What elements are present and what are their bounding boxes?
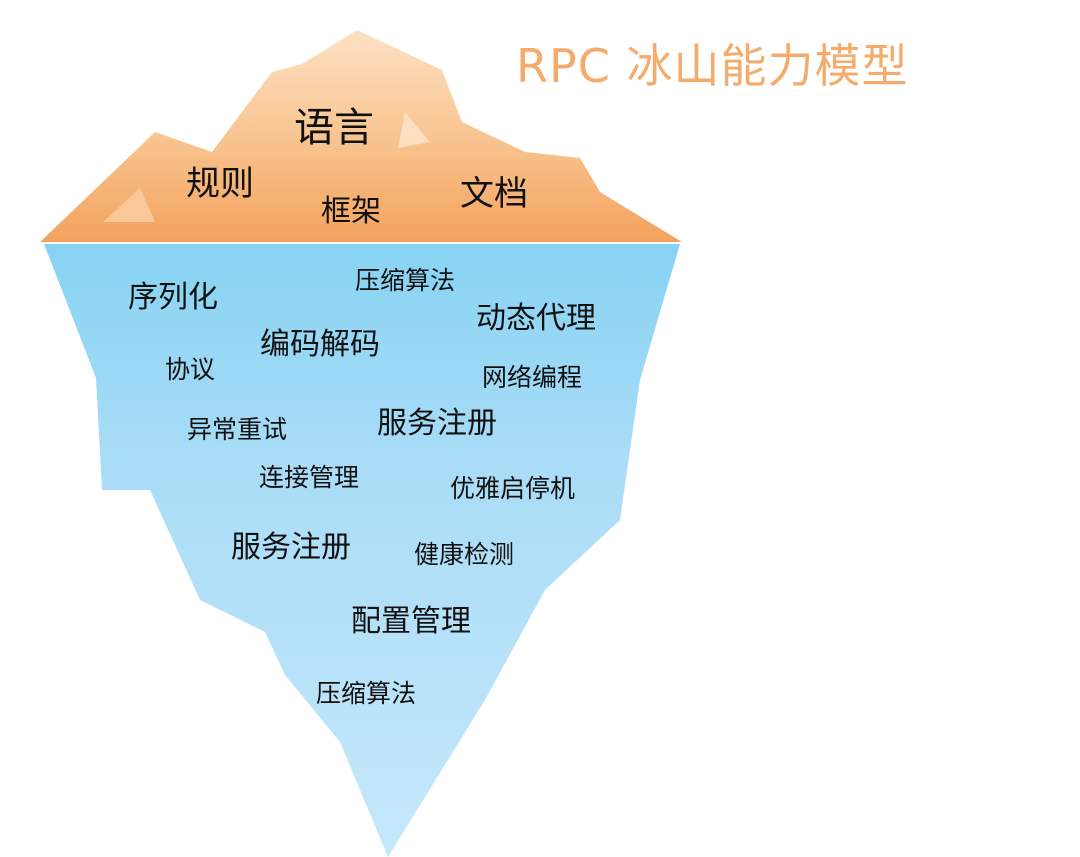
label-health-check: 健康检测: [414, 540, 515, 569]
label-service-registration-2: 服务注册: [231, 530, 351, 565]
label-retry: 异常重试: [187, 415, 288, 444]
iceberg-tip: [40, 30, 682, 242]
label-docs: 文档: [460, 174, 528, 214]
iceberg-underwater: [44, 244, 680, 857]
label-compression-top: 压缩算法: [355, 266, 456, 295]
label-dynamic-proxy: 动态代理: [476, 301, 596, 336]
iceberg-tip-facet-left: [103, 188, 155, 222]
label-framework: 框架: [321, 194, 381, 229]
label-service-registration-1: 服务注册: [377, 406, 497, 441]
label-connection-management: 连接管理: [259, 463, 360, 492]
label-compression-bottom: 压缩算法: [316, 679, 417, 708]
diagram-title: RPC 冰山能力模型: [516, 39, 909, 93]
label-graceful-shutdown: 优雅启停机: [450, 474, 576, 503]
label-language: 语言: [294, 105, 374, 151]
label-rules: 规则: [186, 164, 254, 204]
label-codec: 编码解码: [260, 327, 380, 362]
label-protocol: 协议: [165, 355, 216, 384]
label-serialization: 序列化: [128, 280, 218, 315]
iceberg-tip-facet-right: [398, 112, 430, 148]
label-config-management: 配置管理: [351, 604, 471, 639]
label-network-programming: 网络编程: [482, 363, 583, 392]
